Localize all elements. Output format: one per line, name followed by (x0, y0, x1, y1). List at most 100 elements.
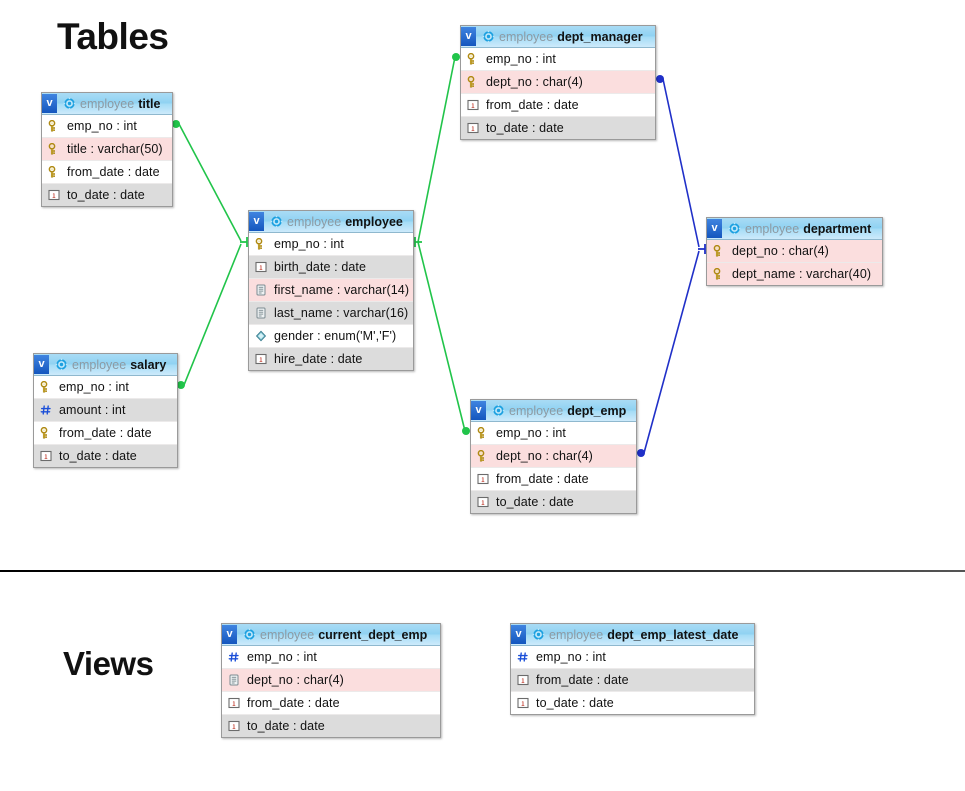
gear-icon (269, 215, 283, 228)
column-label: from_date : date (59, 426, 152, 440)
number-icon (39, 403, 53, 417)
column-row[interactable]: to_date : date (34, 445, 177, 467)
column-label: dept_name : varchar(40) (732, 267, 872, 281)
column-row[interactable]: dept_no : char(4) (461, 71, 655, 94)
view-badge-icon: v (511, 625, 526, 644)
entity-schema-label: employee (499, 29, 554, 44)
gear-icon (54, 358, 68, 371)
column-row[interactable]: emp_no : int (511, 646, 754, 669)
column-row[interactable]: from_date : date (511, 669, 754, 692)
date-icon (466, 98, 480, 112)
column-label: dept_no : char(4) (732, 244, 829, 258)
column-row[interactable]: dept_no : char(4) (222, 669, 440, 692)
column-label: to_date : date (496, 495, 574, 509)
view-badge-icon: v (42, 94, 57, 113)
column-label: emp_no : int (59, 380, 129, 394)
column-row[interactable]: dept_no : char(4) (707, 240, 882, 263)
entity-schema-label: employee (745, 221, 800, 236)
column-row[interactable]: to_date : date (511, 692, 754, 714)
column-row[interactable]: emp_no : int (461, 48, 655, 71)
key-icon (47, 165, 61, 179)
column-row[interactable]: to_date : date (471, 491, 636, 513)
column-label: to_date : date (59, 449, 137, 463)
column-row[interactable]: to_date : date (42, 184, 172, 206)
column-label: from_date : date (496, 472, 589, 486)
text-icon (227, 673, 241, 687)
date-icon (254, 352, 268, 366)
column-row[interactable]: emp_no : int (34, 376, 177, 399)
column-row[interactable]: to_date : date (461, 117, 655, 139)
column-row[interactable]: hire_date : date (249, 348, 413, 370)
entity-name-label: employee (345, 214, 403, 229)
column-row[interactable]: title : varchar(50) (42, 138, 172, 161)
column-row[interactable]: from_date : date (471, 468, 636, 491)
date-icon (476, 472, 490, 486)
date-icon (227, 696, 241, 710)
view-badge-icon: v (249, 212, 264, 231)
column-label: from_date : date (247, 696, 340, 710)
date-icon (227, 719, 241, 733)
key-icon (712, 267, 726, 281)
gear-icon (62, 97, 76, 110)
column-label: from_date : date (67, 165, 160, 179)
entity-schema-label: employee (72, 357, 127, 372)
column-row[interactable]: from_date : date (42, 161, 172, 184)
column-label: to_date : date (67, 188, 145, 202)
column-row[interactable]: emp_no : int (42, 115, 172, 138)
entity-schema-label: employee (509, 403, 564, 418)
column-row[interactable]: last_name : varchar(16) (249, 302, 413, 325)
column-row[interactable]: from_date : date (222, 692, 440, 715)
column-label: emp_no : int (247, 650, 317, 664)
column-row[interactable]: from_date : date (34, 422, 177, 445)
column-row[interactable]: emp_no : int (249, 233, 413, 256)
column-label: hire_date : date (274, 352, 363, 366)
date-icon (516, 696, 530, 710)
key-icon (47, 119, 61, 133)
column-label: last_name : varchar(16) (274, 306, 409, 320)
column-row[interactable]: amount : int (34, 399, 177, 422)
entity-schema-label: employee (260, 627, 315, 642)
column-row[interactable]: emp_no : int (222, 646, 440, 669)
text-icon (254, 306, 268, 320)
column-row[interactable]: first_name : varchar(14) (249, 279, 413, 302)
entity-schema-label: employee (80, 96, 135, 111)
date-icon (476, 495, 490, 509)
column-row[interactable]: dept_no : char(4) (471, 445, 636, 468)
key-icon (47, 142, 61, 156)
column-row[interactable]: birth_date : date (249, 256, 413, 279)
date-icon (466, 121, 480, 135)
column-label: emp_no : int (67, 119, 137, 133)
column-label: to_date : date (536, 696, 614, 710)
column-row[interactable]: gender : enum('M','F') (249, 325, 413, 348)
column-label: emp_no : int (496, 426, 566, 440)
view-badge-icon: v (34, 355, 49, 374)
number-icon (516, 650, 530, 664)
column-label: from_date : date (536, 673, 629, 687)
key-icon (39, 380, 53, 394)
view-badge-icon: v (461, 27, 476, 46)
column-label: emp_no : int (274, 237, 344, 251)
column-row[interactable]: dept_name : varchar(40) (707, 263, 882, 285)
column-row[interactable]: to_date : date (222, 715, 440, 737)
column-row[interactable]: from_date : date (461, 94, 655, 117)
gear-icon (481, 30, 495, 43)
column-row[interactable]: emp_no : int (471, 422, 636, 445)
entity-name-label: salary (130, 357, 167, 372)
